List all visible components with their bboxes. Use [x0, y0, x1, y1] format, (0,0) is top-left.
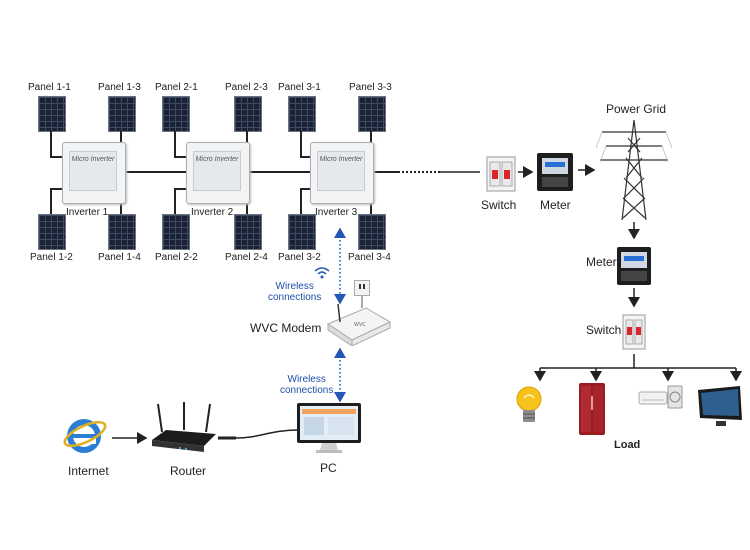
inverter-label: Inverter 2 — [191, 207, 234, 218]
wvc-modem-icon: WVC — [326, 303, 392, 346]
panel-label: Panel 2-4 — [225, 252, 268, 263]
internet-label: Internet — [68, 464, 109, 478]
panel-label: Panel 1-4 — [98, 252, 141, 263]
solar-panel-3-2 — [288, 214, 316, 250]
panel-label: Panel 3-4 — [348, 252, 391, 263]
panel-wire — [300, 131, 302, 157]
panel-wire — [50, 131, 52, 157]
refrigerator-icon — [579, 383, 605, 435]
inverter-face-label: Micro Inverter — [317, 151, 365, 191]
internet-explorer-icon — [63, 419, 107, 453]
wall-socket-icon — [354, 280, 370, 296]
meter-label: Meter — [586, 255, 617, 269]
router-label: Router — [170, 464, 207, 478]
wvc-modem-label: WVC Modem — [250, 321, 322, 335]
micro-inverter-1: Micro Inverter — [62, 142, 126, 204]
solar-panel-1-1 — [38, 96, 66, 132]
meter-label: Meter — [540, 198, 571, 212]
breaker-switch-icon — [622, 314, 646, 350]
inverter-label: Inverter 3 — [315, 207, 358, 218]
panel-label: Panel 2-3 — [225, 82, 268, 93]
panel-label: Panel 3-2 — [278, 252, 321, 263]
breaker-switch-icon — [486, 156, 516, 192]
television-icon — [698, 386, 742, 426]
panel-wire — [50, 156, 64, 158]
panel-label: Panel 1-2 — [30, 252, 73, 263]
power-grid-label: Power Grid — [606, 102, 667, 116]
pc-monitor-icon — [297, 403, 361, 453]
solar-panel-2-4 — [234, 214, 262, 250]
power-grid-tower-icon — [596, 119, 672, 221]
panel-label: Panel 2-2 — [155, 252, 198, 263]
panel-label: Panel 3-1 — [278, 82, 321, 93]
solar-panel-2-2 — [162, 214, 190, 250]
switch-label: Switch — [586, 323, 622, 337]
router-icon — [152, 402, 216, 452]
electric-meter-icon — [617, 247, 651, 285]
switch-label: Switch — [481, 198, 517, 212]
electric-meter-icon — [537, 153, 573, 191]
micro-inverter-2: Micro Inverter — [186, 142, 250, 204]
panel-label: Panel 1-1 — [28, 82, 71, 93]
micro-inverter-3: Micro Inverter — [310, 142, 374, 204]
panel-label: Panel 1-3 — [98, 82, 141, 93]
inverter-face-label: Micro Inverter — [69, 151, 117, 191]
panel-wire — [50, 188, 52, 214]
panel-label: Panel 2-1 — [155, 82, 198, 93]
panel-wire — [300, 188, 302, 214]
wifi-icon — [314, 267, 330, 279]
solar-panel-1-3 — [108, 96, 136, 132]
solar-panel-3-4 — [358, 214, 386, 250]
panel-wire — [300, 156, 312, 158]
inverter-face-label: Micro Inverter — [193, 151, 241, 191]
pc-label: PC — [320, 461, 337, 475]
solar-panel-2-3 — [234, 96, 262, 132]
wireless-label-upper: Wireless connections — [268, 281, 322, 303]
load-label: Load — [614, 439, 641, 451]
panel-wire — [50, 188, 64, 190]
panel-wire — [174, 188, 176, 214]
solar-panel-3-1 — [288, 96, 316, 132]
air-conditioner-icon — [638, 385, 683, 409]
light-bulb-icon — [516, 386, 542, 422]
panel-wire — [300, 188, 312, 190]
panel-wire — [174, 156, 188, 158]
solar-panel-3-3 — [358, 96, 386, 132]
panel-label: Panel 3-3 — [349, 82, 392, 93]
inverter-label: Inverter 1 — [66, 207, 109, 218]
solar-panel-1-2 — [38, 214, 66, 250]
solar-panel-1-4 — [108, 214, 136, 250]
panel-wire — [174, 188, 188, 190]
panel-wire — [174, 131, 176, 157]
wireless-label-lower: Wireless connections — [280, 374, 334, 396]
svg-text:WVC: WVC — [354, 322, 366, 328]
solar-panel-2-1 — [162, 96, 190, 132]
